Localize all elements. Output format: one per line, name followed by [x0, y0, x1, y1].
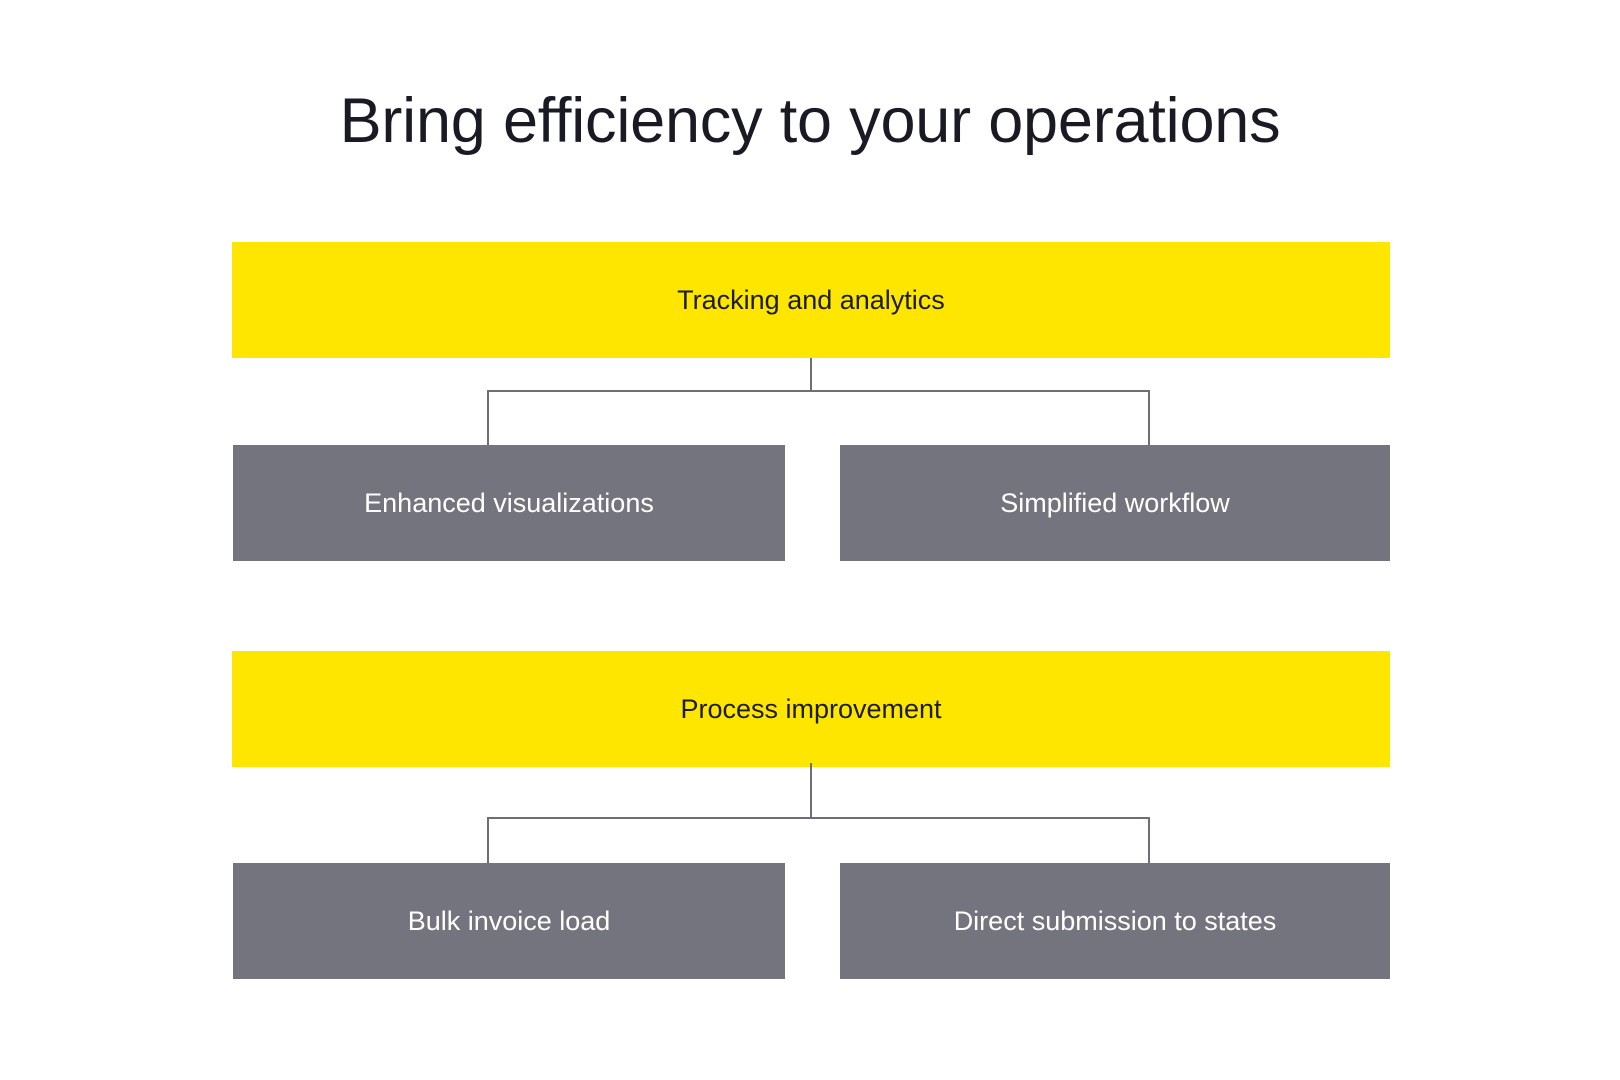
node-label: Simplified workflow: [1000, 487, 1230, 518]
connector-bar-group-1: [487, 390, 1150, 392]
page-title: Bring efficiency to your operations: [339, 86, 1281, 156]
node-simplified-workflow[interactable]: Simplified workflow: [840, 445, 1390, 561]
connector-drop-left-group-1: [487, 390, 489, 446]
node-label: Process improvement: [680, 693, 942, 724]
node-bulk-invoice-load[interactable]: Bulk invoice load: [233, 863, 785, 979]
connector-stem-group-2: [810, 763, 812, 819]
connector-drop-right-group-2: [1148, 817, 1150, 864]
node-direct-submission-to-states[interactable]: Direct submission to states: [840, 863, 1390, 979]
connector-drop-left-group-2: [487, 817, 489, 864]
connector-stem-group-1: [810, 358, 812, 392]
connector-drop-right-group-1: [1148, 390, 1150, 446]
node-process-improvement[interactable]: Process improvement: [232, 651, 1390, 767]
node-label: Tracking and analytics: [677, 284, 945, 315]
node-enhanced-visualizations[interactable]: Enhanced visualizations: [233, 445, 785, 561]
node-label: Enhanced visualizations: [364, 487, 654, 518]
node-tracking-and-analytics[interactable]: Tracking and analytics: [232, 242, 1390, 358]
connector-bar-group-2: [487, 817, 1150, 819]
node-label: Bulk invoice load: [407, 905, 611, 936]
node-label: Direct submission to states: [953, 905, 1277, 936]
